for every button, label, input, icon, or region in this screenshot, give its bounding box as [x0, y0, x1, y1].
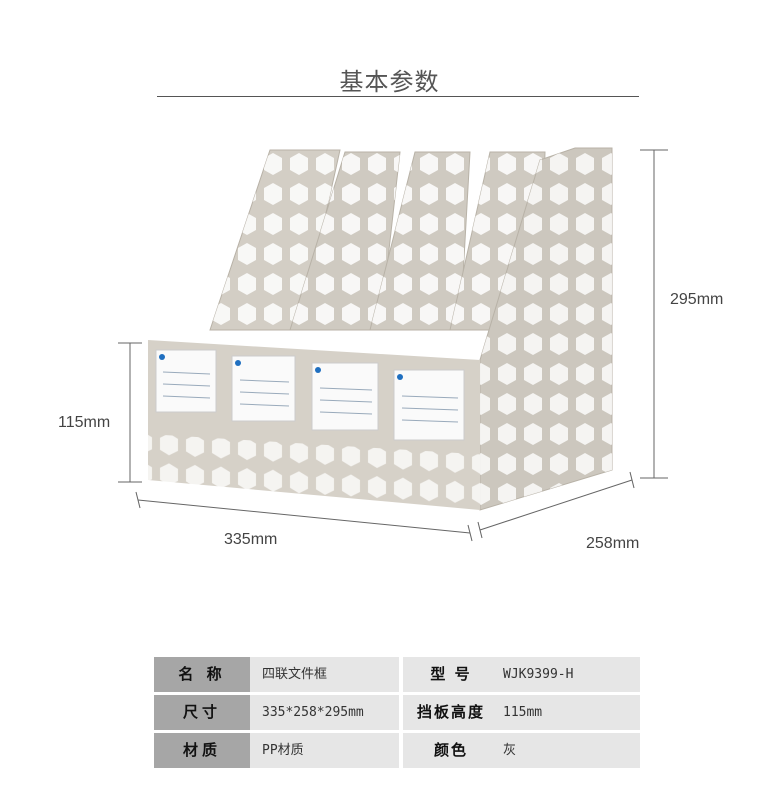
- file-holder-front: [148, 340, 480, 535]
- spec-value: 335*258*295mm: [250, 695, 399, 730]
- spec-value: PP材质: [250, 733, 399, 768]
- product-figure: [118, 147, 668, 542]
- spec-value: 灰: [499, 733, 640, 768]
- front-height-dimension-label: 115mm: [58, 414, 111, 431]
- dimension-lines: [118, 149, 668, 542]
- spec-row: 尺寸 335*258*295mm 挡板高度 115mm: [154, 695, 640, 730]
- spec-key: 颜色: [403, 733, 499, 768]
- spec-value: 四联文件框: [250, 657, 399, 692]
- spec-row: 材质 PP材质 颜色 灰: [154, 733, 640, 768]
- spec-value: 115mm: [499, 695, 640, 730]
- spec-value: WJK9399-H: [499, 657, 640, 692]
- spec-table: 名 称 四联文件框 型 号 WJK9399-H 尺寸 335*258*295mm…: [154, 657, 640, 771]
- file-holder-dividers: [209, 147, 613, 511]
- spec-key: 型 号: [403, 657, 499, 692]
- height-dimension-label: 295mm: [670, 291, 724, 308]
- label-cards: [155, 349, 465, 441]
- spec-key: 尺寸: [154, 695, 250, 730]
- width-dimension-label: 335mm: [224, 531, 278, 548]
- depth-dimension-label: 258mm: [586, 535, 640, 552]
- title-underline: [157, 96, 639, 97]
- spec-key: 材质: [154, 733, 250, 768]
- spec-row: 名 称 四联文件框 型 号 WJK9399-H: [154, 657, 640, 692]
- section-title: 基本参数: [339, 68, 440, 96]
- spec-key: 名 称: [154, 657, 250, 692]
- spec-key: 挡板高度: [403, 695, 499, 730]
